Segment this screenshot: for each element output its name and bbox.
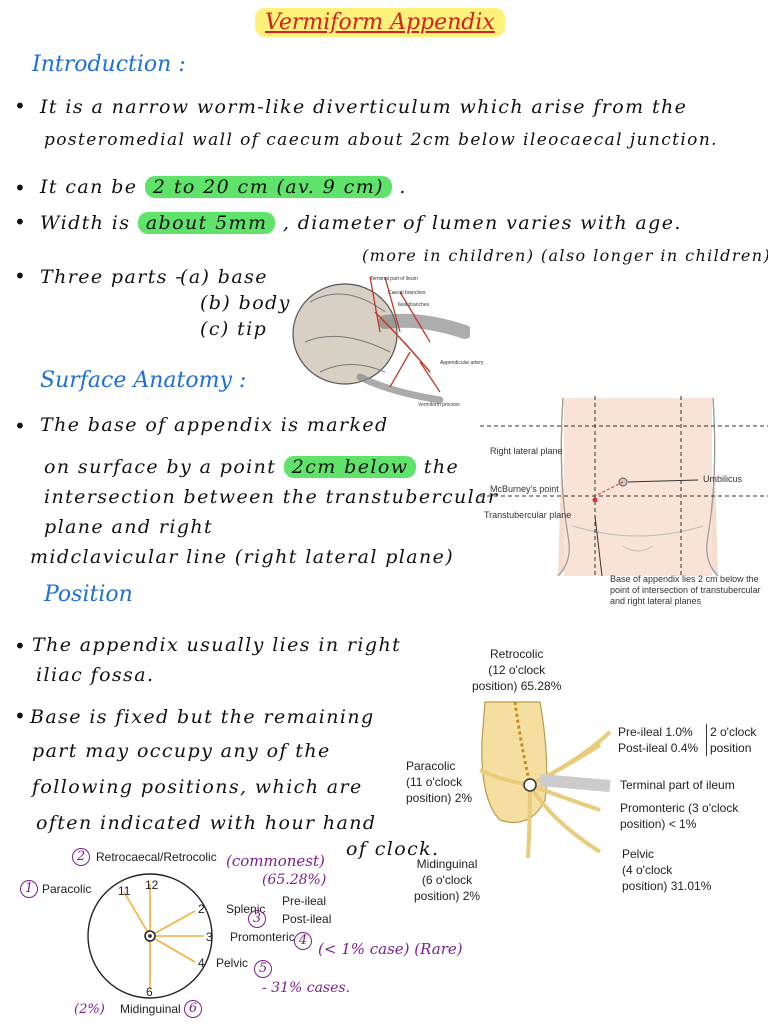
fig-label-caecal: Caecal branches [388, 290, 426, 296]
clock-label-preileal: Pre-ileal [282, 894, 327, 908]
length-highlight: 2 to 20 cm (av. 9 cm) [144, 176, 392, 198]
bullet-dot: • [14, 414, 26, 438]
label-promonteric: Promonteric (3 o'clock position) < 1% [620, 801, 739, 831]
label-umbilicus: Umbilicus [703, 474, 743, 484]
label-two-oclock: 2 o'clock position [706, 724, 756, 756]
heading-position: Position [44, 582, 133, 607]
clock-label-postileal: Post-ileal [282, 912, 332, 926]
note-midinguinal-pct: (2%) [74, 1002, 105, 1017]
fig-label-appendicular: Appendicular artery [440, 360, 484, 366]
position-line-4: part may occupy any of the [32, 740, 331, 762]
intro-width: Width is about 5mm , diameter of lumen v… [40, 212, 682, 234]
circled-number-2: 2 [72, 848, 90, 866]
abdomen-caption: Base of appendix lies 2 cm below the poi… [610, 574, 761, 606]
circled-number-5: 5 [254, 960, 272, 978]
intro-length: It can be 2 to 20 cm (av. 9 cm) . [40, 176, 407, 198]
fig-label-ileal: Ileal branches [398, 302, 430, 308]
position-line-6: often indicated with hour hand [36, 812, 377, 834]
note-pelvic-pct: - 31% cases. [262, 980, 351, 996]
bullet-dot: • [14, 210, 26, 234]
note-commonest-pct: (65.28%) [262, 872, 327, 888]
bullet-dot: • [14, 94, 26, 118]
clock-4: 4 [198, 956, 205, 970]
clock-3: 3 [206, 930, 213, 944]
label-terminal-ileum: Terminal part of ileum [620, 778, 735, 792]
surface-line-4: plane and right [44, 516, 214, 538]
surface-line-2: on surface by a point 2cm below the [44, 456, 460, 478]
part-b: (b) body [200, 292, 291, 314]
clock-diagram [87, 873, 213, 999]
label-pelvic: Pelvic (4 o'clock position) 31.01% [622, 847, 712, 893]
note-commonest: (commonest) [226, 852, 325, 870]
circled-number-6: 6 [184, 1000, 202, 1018]
label-paracolic: Paracolic (11 o'clock position) 2% [406, 759, 473, 805]
caecum-illustration [292, 276, 470, 404]
intro-line-1: It is a narrow worm-like diverticulum wh… [40, 96, 688, 118]
abdomen-diagram [480, 396, 768, 577]
heading-introduction: Introduction : [32, 52, 186, 77]
heading-surface-anatomy: Surface Anatomy : [40, 368, 247, 393]
bullet-dot: • [14, 634, 26, 658]
width-highlight: about 5mm [137, 212, 276, 234]
position-line-7: of clock. [346, 838, 440, 860]
surface-line-3: intersection between the transtubercular [44, 486, 499, 508]
fig-label-terminal: Terminal part of ileum [370, 276, 418, 282]
bullet-dot: • [14, 176, 26, 200]
clock-label-retrocaecal: Retrocaecal/Retrocolic [96, 850, 217, 864]
intro-width-note: (more in children) (also longer in child… [362, 246, 768, 265]
note-rare: (< 1% case) (Rare) [318, 940, 463, 958]
circled-number-1: 1 [20, 880, 38, 898]
surface-highlight: 2cm below [283, 456, 417, 478]
clock-label-midinguinal: Midinguinal [120, 1002, 181, 1016]
bullet-dot: • [14, 264, 26, 288]
clock-label-pelvic: Pelvic [216, 956, 249, 970]
appendix-positions-diagram [479, 701, 612, 859]
label-pre-post-ileal: Pre-ileal 1.0% Post-ileal 0.4% [618, 725, 699, 755]
label-retrocolic: Retrocolic (12 o'clock position) 65.28% [472, 647, 562, 693]
position-line-1: The appendix usually lies in right [32, 634, 402, 656]
surface-line-5: midclavicular line (right lateral plane) [30, 546, 455, 568]
part-c: (c) tip [200, 318, 268, 340]
label-right-lateral: Right lateral plane [490, 446, 563, 456]
circled-number-4: 4 [294, 932, 312, 950]
clock-12: 12 [145, 878, 159, 892]
bullet-dot: • [14, 704, 26, 728]
page-title: Vermiform Appendix [255, 8, 505, 37]
clock-11: 11 [118, 884, 131, 898]
clock-2: 2 [198, 902, 205, 916]
surface-line-1: The base of appendix is marked [40, 414, 389, 436]
intro-line-2: posteromedial wall of caecum about 2cm b… [44, 130, 718, 150]
clock-label-paracolic: Paracolic [42, 882, 92, 896]
position-line-3: Base is fixed but the remaining [30, 706, 375, 728]
part-a: (a) base [180, 266, 268, 288]
circled-number-3: 3 [248, 910, 266, 928]
label-transtubercular: Transtubercular plane [484, 510, 572, 520]
label-midinguinal: Midinguinal (6 o'clock position) 2% [414, 857, 481, 903]
clock-6: 6 [146, 985, 153, 999]
intro-parts: Three parts - [40, 266, 184, 288]
label-mcburney: McBurney's point [490, 484, 559, 494]
position-line-2: iliac fossa. [36, 664, 155, 686]
position-line-5: following positions, which are [32, 776, 363, 798]
clock-label-promonteric: Promonteric [230, 930, 295, 944]
fig-label-vermiform: Vermiform process [418, 402, 460, 408]
